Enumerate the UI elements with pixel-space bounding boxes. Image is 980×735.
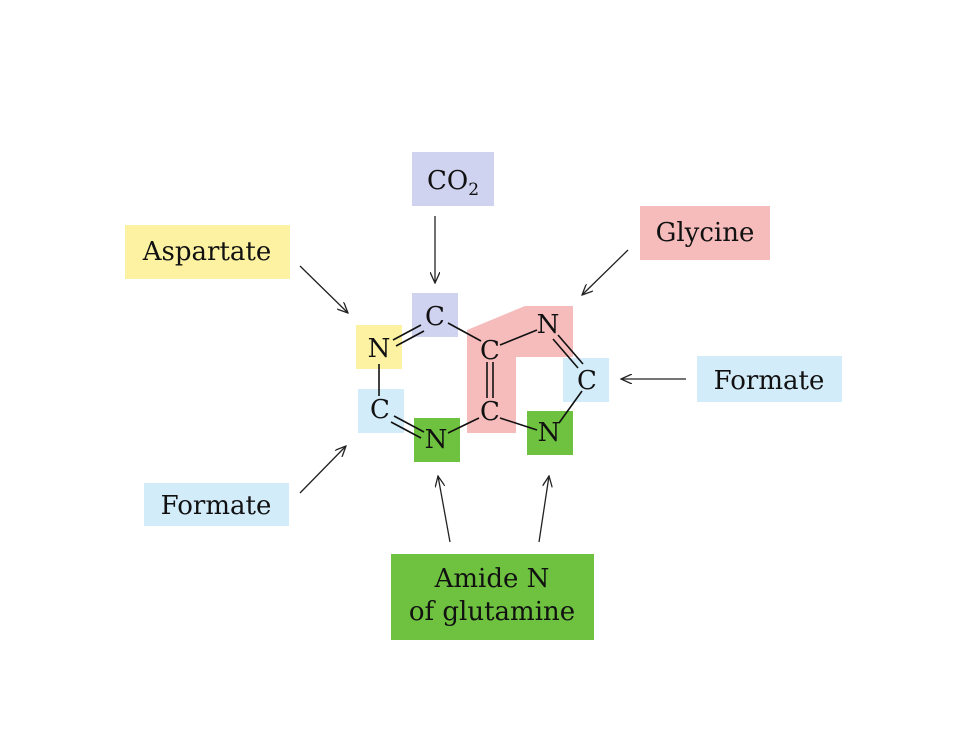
glycine-highlight [467,306,573,433]
glutamine-label-line1: Amide N [434,564,550,594]
glycine-label: Glycine [640,206,770,260]
co2-label-text: CO2 [427,166,479,200]
bond-c4-n3 [447,417,480,434]
source-labels: CO2 Aspartate Glycine Formate Formate Am… [125,152,842,640]
co2-c6-highlight [412,293,458,337]
bond-n3-c2-double [390,421,422,439]
bonds [378,322,584,439]
atom-highlights [356,293,609,462]
aspartate-label-text: Aspartate [142,237,271,267]
atom-c6: C [425,302,445,332]
arrow-glutamine-n3 [438,476,451,543]
co2-label: CO2 [412,152,494,206]
arrow-glycine [582,249,629,295]
aspartate-label-box [125,225,290,279]
atoms: N C C N C C N C N [368,302,597,455]
atom-c4: C [480,397,500,427]
glycine-label-box [640,206,770,260]
formate-right-label: Formate [697,356,842,402]
bond-c6-c5 [447,322,482,342]
glutamine-label-box [391,554,594,640]
formate-right-label-text: Formate [714,366,825,396]
formate-left-label-box [144,483,289,526]
glutamine-n3-highlight [414,418,460,462]
glutamine-label: Amide N of glutamine [391,554,594,640]
bond-n7-c8 [552,338,579,369]
arrows [299,216,686,543]
atom-n3: N [425,425,448,455]
co2-label-box [412,152,494,206]
bond-n1-c6-double [395,330,425,347]
arrow-formate-left [299,446,346,494]
atom-c8: C [577,366,597,396]
formate-left-label-text: Formate [161,491,272,521]
aspartate-n1-highlight [356,325,402,369]
bond-c5-n7 [499,329,538,346]
arrow-glutamine-n9 [538,476,549,543]
glutamine-label-line2: of glutamine [409,597,575,627]
formate-c8-highlight [563,358,609,402]
atom-c5: C [480,336,500,366]
atom-c2: C [370,395,390,425]
bond-n7-c8-double [557,334,584,365]
atom-n1: N [368,334,391,364]
bond-n1-c6 [392,324,422,341]
bond-n9-c4 [499,417,538,431]
glycine-label-text: Glycine [656,218,755,248]
aspartate-label: Aspartate [125,225,290,279]
formate-right-label-box [697,356,842,402]
arrow-aspartate [299,265,348,313]
bond-n3-c2 [393,415,425,433]
atom-n7: N [537,310,560,340]
glutamine-n9-highlight [527,411,573,455]
bond-c8-n9 [558,390,583,424]
formate-left-label: Formate [144,483,289,526]
atom-n9: N [538,418,561,448]
